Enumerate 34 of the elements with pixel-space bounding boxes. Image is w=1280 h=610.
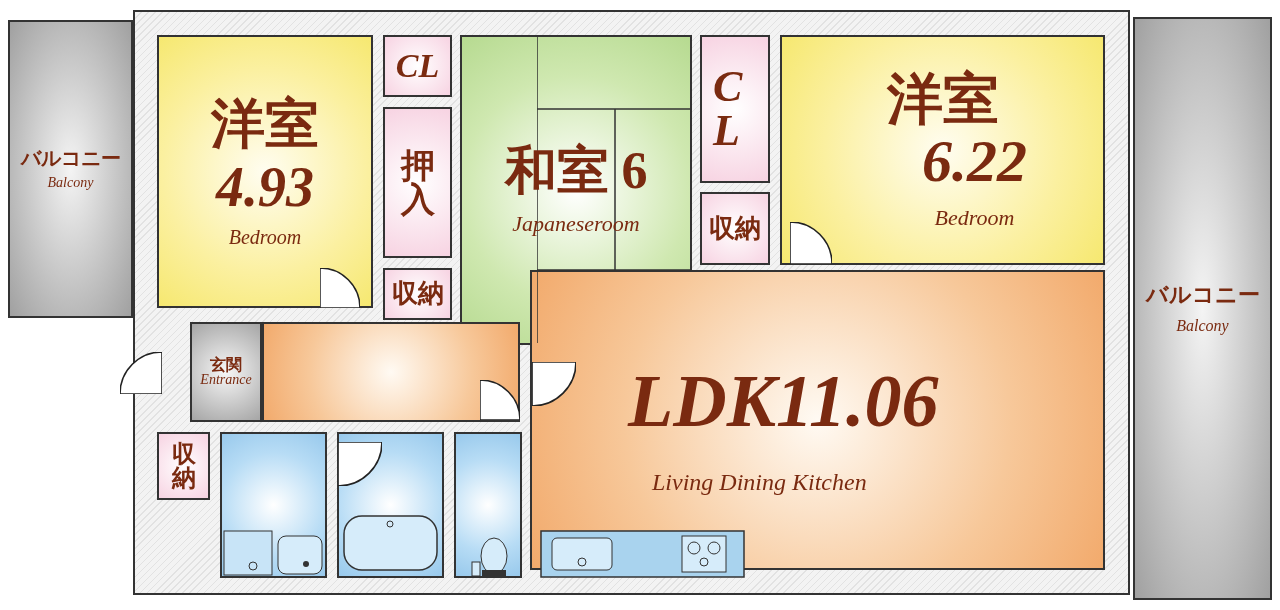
hallway-area (262, 322, 520, 422)
bedroom-room (780, 35, 1105, 265)
room-name: 玄関 (210, 357, 242, 373)
room-name: バルコニー (1145, 283, 1260, 306)
room-caption: Entrance (200, 373, 252, 387)
toilet-area (454, 432, 522, 578)
room-name: 収納 (709, 215, 761, 242)
storage (157, 432, 210, 500)
room-caption: 4.93 (216, 158, 314, 215)
room-caption: Living Dining Kitchen (652, 470, 867, 494)
room-name: 洋室 (211, 96, 319, 151)
room-caption: Bedroom (228, 226, 302, 247)
balcony-area (1133, 17, 1272, 600)
room-name: 収納 (171, 442, 196, 490)
room-name: CL (395, 49, 440, 83)
closet (383, 35, 452, 97)
room-caption: Balcony (47, 176, 94, 190)
living-dining-kitchen-room (530, 270, 1105, 570)
room-caption: 6.22 (922, 131, 1027, 191)
balcony-area (8, 20, 133, 318)
room-name: 収納 (391, 281, 444, 307)
room-caption: Balcony (1176, 317, 1229, 334)
room-name: 洋室 (886, 71, 999, 127)
storage (383, 268, 452, 320)
bedroom-room (157, 35, 373, 308)
room-name: LDK11.06 (628, 364, 939, 438)
closet (383, 107, 452, 258)
room-name: 押入 (400, 148, 435, 217)
room-name: CL (713, 65, 744, 153)
room-caption: Bedroom (934, 207, 1015, 229)
storage (700, 192, 770, 265)
closet (700, 35, 770, 183)
room-name: バルコニー (20, 148, 121, 168)
entrance-area (190, 322, 262, 422)
